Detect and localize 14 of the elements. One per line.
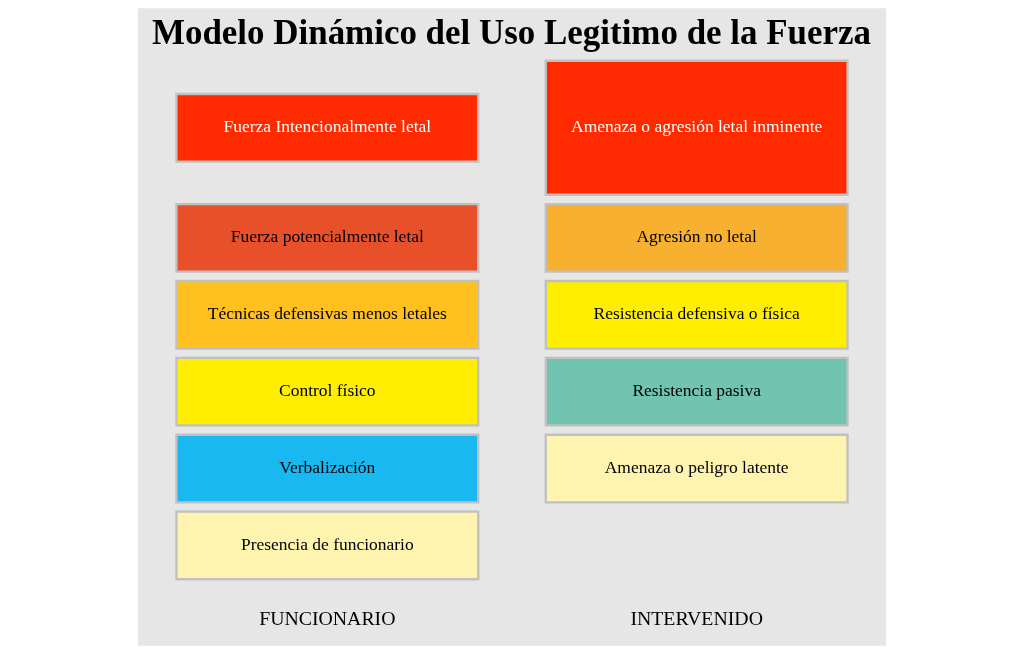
node-box: Fuerza Intencionalmente letal [175,92,480,163]
node-box: Resistencia pasiva [544,356,849,427]
label: INTERVENIDO [630,606,763,629]
node-box: Agresión no letal [544,202,849,273]
node-box: Resistencia defensiva o física [544,279,849,350]
diagram-title: Modelo Dinámico del Uso Legitimo de la Fuerza [151,13,872,53]
node-box: Control físico [175,356,480,427]
label: FUNCIONARIO [259,606,396,629]
node-box: Amenaza o peligro latente [544,433,849,504]
node-box: Presencia de funcionario [175,510,480,581]
node-box: Amenaza o agresión letal inminente [544,59,849,196]
node-box: Fuerza potencialmente letal [175,202,480,273]
node-box: Verbalización [175,433,480,504]
node-box: Técnicas defensivas menos letales [175,279,480,350]
